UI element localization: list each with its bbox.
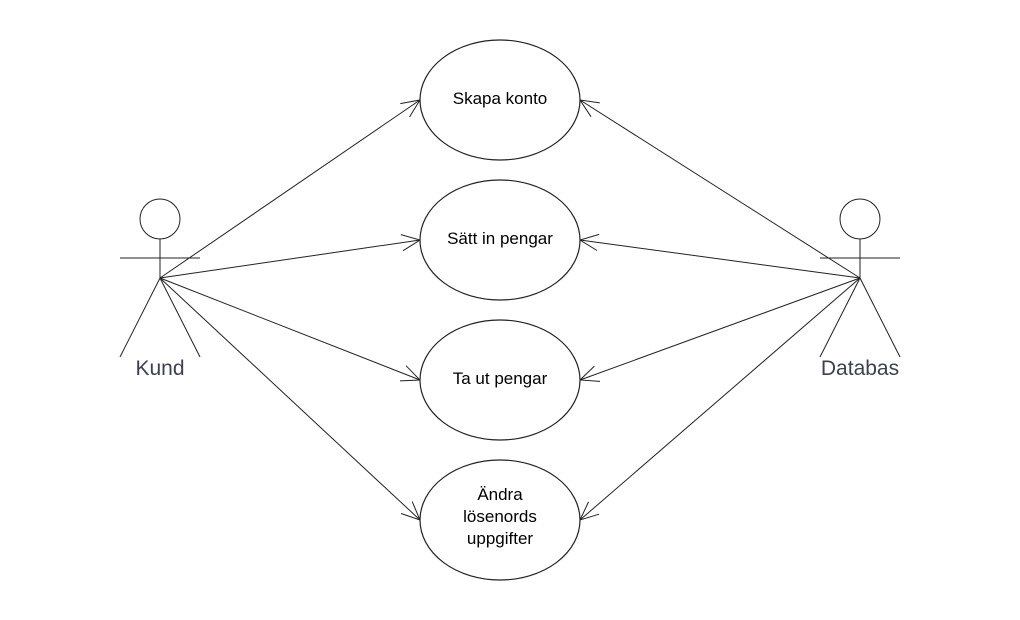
association-line xyxy=(159,277,421,521)
association-line xyxy=(159,277,421,381)
association-kund-satt-in-pengar xyxy=(159,234,422,279)
association-line xyxy=(579,99,861,279)
associations xyxy=(159,99,861,521)
use-case-skapa-konto[interactable]: Skapa konto xyxy=(419,39,581,161)
actor-right-leg xyxy=(859,277,901,358)
association-line xyxy=(159,99,421,279)
use-case-label: Sätt in pengar xyxy=(447,229,553,248)
use-case-satt-in-pengar[interactable]: Sätt in pengar xyxy=(419,179,581,301)
association-databas-andra-losenords-uppgifter xyxy=(579,277,861,521)
use-case-ellipse xyxy=(419,39,581,161)
association-kund-skapa-konto xyxy=(159,99,422,279)
use-case-label: Skapa konto xyxy=(453,89,548,108)
actor-right-leg xyxy=(159,277,201,358)
actor-label-databas: Databas xyxy=(821,357,899,380)
association-kund-ta-ut-pengar xyxy=(159,277,422,382)
use-case-ellipse xyxy=(419,179,581,301)
association-line xyxy=(579,277,861,521)
actor-left-leg xyxy=(819,277,861,358)
actor-label-kund: Kund xyxy=(135,357,184,380)
association-line xyxy=(579,239,861,279)
association-kund-andra-losenords-uppgifter xyxy=(159,277,421,521)
use-case-label-line-1: Ändra xyxy=(477,485,523,504)
actor-head xyxy=(839,198,881,240)
association-databas-ta-ut-pengar xyxy=(578,277,861,382)
use-case-andra-losenords-uppgifter[interactable]: Ändra lösenords uppgifter xyxy=(419,459,581,581)
arrowhead-icon xyxy=(578,99,600,117)
use-case-label-line-3: uppgifter xyxy=(467,529,533,548)
association-databas-skapa-konto xyxy=(578,99,861,279)
use-case-ellipse xyxy=(419,319,581,441)
use-case-label-line-2: lösenords xyxy=(463,507,537,526)
use-case-label: Ta ut pengar xyxy=(453,369,548,388)
actor-head xyxy=(139,198,181,240)
actor-databas[interactable]: Databas xyxy=(819,198,901,380)
association-line xyxy=(159,239,421,279)
use-case-ta-ut-pengar[interactable]: Ta ut pengar xyxy=(419,319,581,441)
association-line xyxy=(579,277,861,381)
use-case-ellipse xyxy=(419,459,581,581)
association-databas-satt-in-pengar xyxy=(578,233,861,279)
actor-left-leg xyxy=(119,277,161,358)
actor-kund[interactable]: Kund xyxy=(119,198,201,380)
